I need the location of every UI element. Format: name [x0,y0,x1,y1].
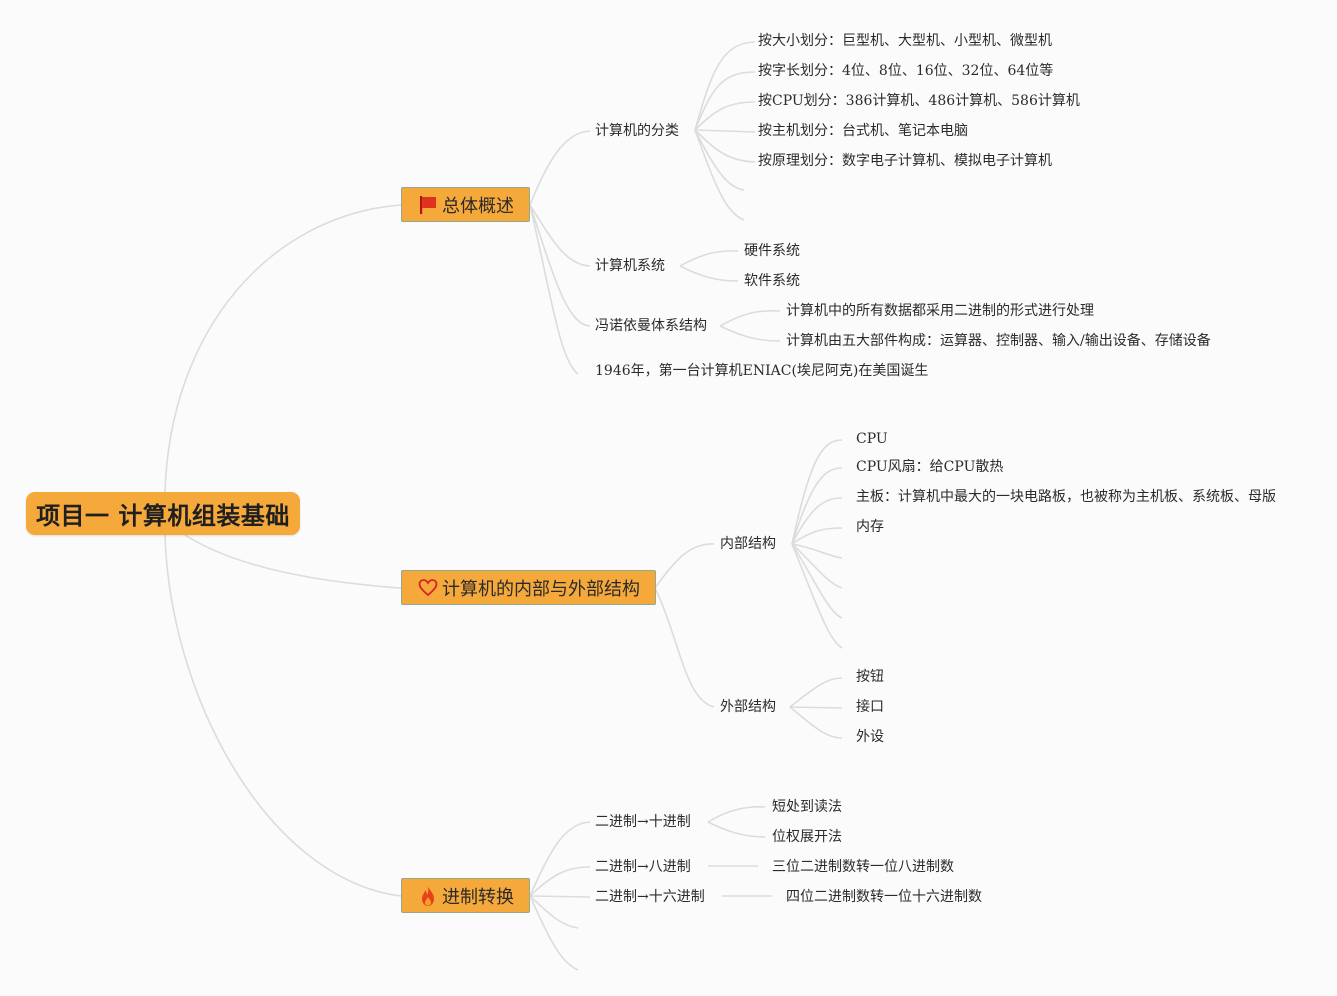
link-class-2 [694,71,756,131]
heart-outline-icon [417,577,439,599]
link-conv-extra-1 [529,895,579,929]
link-external-3 [789,706,843,739]
classification-item[interactable]: 按字长划分：4位、8位、16位、32位、64位等 [758,63,1054,79]
link-class-4 [694,129,756,133]
link-internal-1 [791,439,843,545]
internal-item[interactable]: 内存 [856,519,884,535]
link-internal-7 [791,543,843,619]
von-neumann-item[interactable]: 计算机由五大部件构成：运算器、控制器、输入/输出设备、存储设备 [786,333,1211,349]
bin-hex-item[interactable]: 四位二进制数转一位十六进制数 [786,889,982,905]
topic-structure[interactable]: 计算机的内部与外部结构 [401,570,656,605]
internal-item[interactable]: CPU [856,431,888,447]
external-item[interactable]: 接口 [856,699,884,715]
system-item[interactable]: 硬件系统 [744,243,800,259]
link-bindec-2 [707,821,766,838]
link-internal-2 [791,467,843,545]
link-internal-8 [791,543,843,649]
link-conv-binhex [529,895,591,898]
subtopic-classification[interactable]: 计算机的分类 [595,123,679,139]
link-root-structure [184,534,402,589]
system-item[interactable]: 软件系统 [744,273,800,289]
topic-conversion[interactable]: 进制转换 [401,878,530,913]
link-overview-system [529,204,591,267]
link-system-2 [679,265,739,282]
link-conv-binoct [529,866,591,897]
subtopic-bin-to-oct[interactable]: 二进制→八进制 [595,859,691,875]
link-structure-external [654,587,715,708]
topic-conversion-label: 进制转换 [442,886,514,908]
classification-item[interactable]: 按主机划分：台式机、笔记本电脑 [758,123,968,139]
link-internal-4 [791,527,843,545]
classification-item[interactable]: 按原理划分：数字电子计算机、模拟电子计算机 [758,153,1052,169]
link-class-1 [694,41,756,131]
subtopic-von-neumann[interactable]: 冯诺依曼体系结构 [595,318,707,334]
link-conv-bindec [529,821,591,897]
subtopic-external-structure[interactable]: 外部结构 [720,699,776,715]
topic-overview-label: 总体概述 [442,195,514,217]
link-internal-5 [791,543,843,559]
link-class-5 [694,129,756,163]
link-root-conversion [164,534,402,897]
subtopic-history[interactable]: 1946年，第一台计算机ENIAC(埃尼阿克)在美国诞生 [595,363,929,379]
link-internal-6 [791,543,843,589]
link-overview-history [529,204,579,375]
link-overview-classification [529,130,591,206]
von-neumann-item[interactable]: 计算机中的所有数据都采用二进制的形式进行处理 [786,303,1094,319]
topic-structure-label: 计算机的内部与外部结构 [442,578,640,600]
bin-dec-item[interactable]: 短处到读法 [772,799,842,815]
subtopic-computer-system[interactable]: 计算机系统 [595,258,665,274]
link-external-2 [789,706,843,709]
bin-dec-item[interactable]: 位权展开法 [772,829,842,845]
external-item[interactable]: 按钮 [856,669,884,685]
link-internal-3 [791,497,843,545]
link-external-1 [789,677,843,708]
link-vn-2 [719,325,781,342]
link-conv-extra-2 [529,895,579,971]
internal-item[interactable]: 主板：计算机中最大的一块电路板，也被称为主机板、系统板、母版 [856,489,1276,505]
link-system-1 [679,250,739,267]
topic-overview[interactable]: 总体概述 [401,187,530,222]
link-class-6 [694,129,745,191]
external-item[interactable]: 外设 [856,729,884,745]
subtopic-bin-to-hex[interactable]: 二进制→十六进制 [595,889,705,905]
subtopic-bin-to-dec[interactable]: 二进制→十进制 [595,814,691,830]
link-vn-1 [719,309,781,327]
link-root-overview [164,204,402,493]
link-bindec-1 [707,806,766,823]
internal-item[interactable]: CPU风扇：给CPU散热 [856,459,1004,475]
classification-item[interactable]: 按大小划分：巨型机、大型机、小型机、微型机 [758,33,1052,49]
root-node[interactable]: 项目一 计算机组装基础 [26,492,300,535]
red-flag-icon [417,194,439,216]
root-label: 项目一 计算机组装基础 [36,502,290,530]
bin-oct-item[interactable]: 三位二进制数转一位八进制数 [772,859,954,875]
link-class-3 [694,101,756,131]
subtopic-internal-structure[interactable]: 内部结构 [720,536,776,552]
classification-item[interactable]: 按CPU划分：386计算机、486计算机、586计算机 [758,93,1080,109]
link-structure-internal [654,543,715,589]
link-overview-vonneumann [529,204,591,327]
fire-icon [417,885,439,907]
link-class-7 [694,129,745,221]
